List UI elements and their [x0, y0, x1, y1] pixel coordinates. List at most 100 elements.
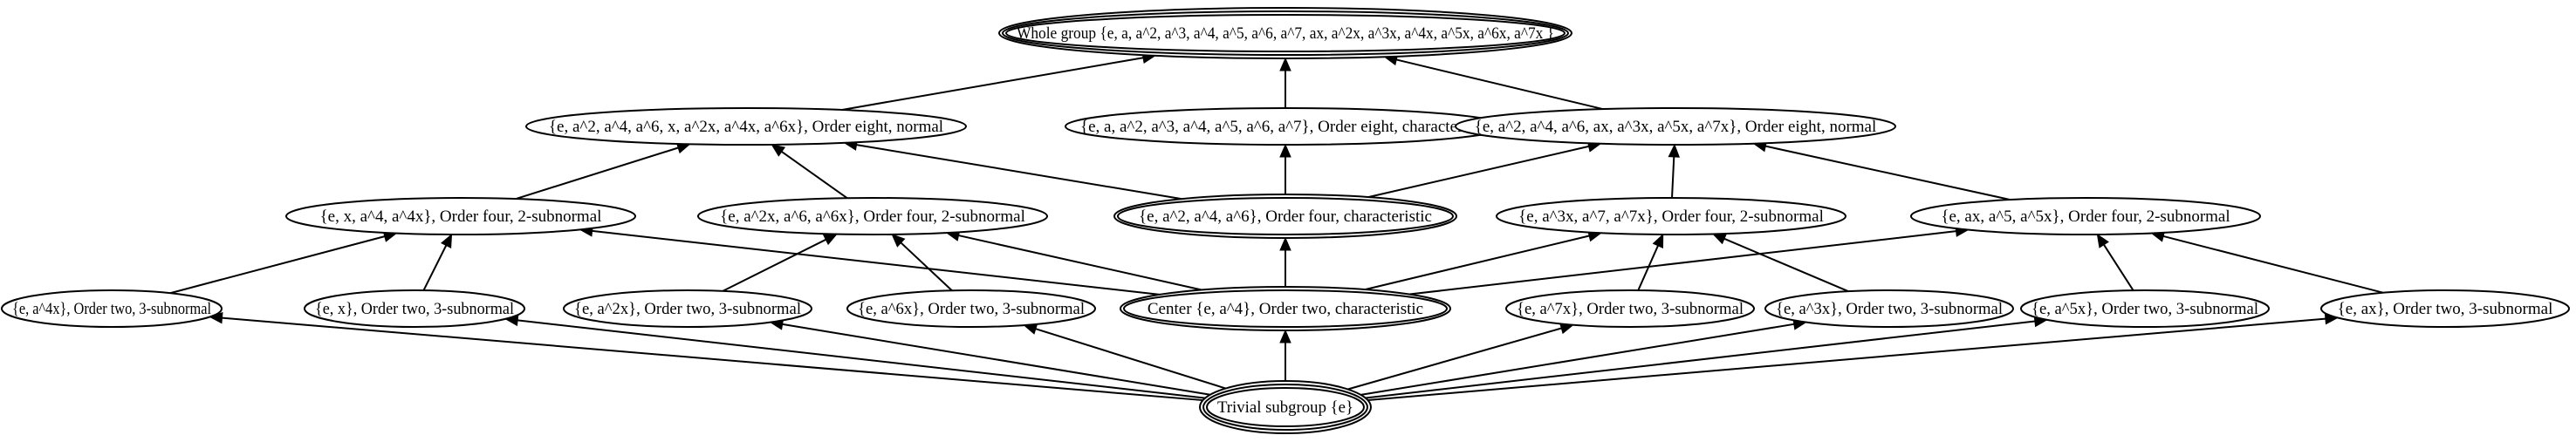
edge-trivial-to-t7 [1365, 315, 2049, 399]
node-f4[interactable]: {e, ax, a^5, a^5x}, Order four, 2-subnor… [1910, 197, 2261, 235]
node-t2[interactable]: {e, x}, Order two, 3-subnormal [304, 289, 525, 328]
edge-t7-to-f4 [2096, 233, 2134, 291]
arrowhead-icon [1711, 233, 1728, 245]
edge-line [515, 146, 679, 201]
node-label: {e, a^5x}, Order two, 3-subnormal [2031, 300, 2258, 318]
node-label: {e, x, a^4, a^4x}, Order four, 2-subnorm… [320, 207, 602, 226]
node-label: {e, a^4x}, Order two, 3-subnormal [12, 300, 211, 318]
arrowhead-icon [1668, 143, 1681, 158]
edge-trivial-to-t5 [1347, 323, 1575, 391]
edge-line [1360, 323, 1795, 396]
node-ellipse [1117, 197, 1454, 235]
edge-line [1367, 317, 2326, 401]
node-ellipse [1764, 289, 2014, 328]
node-ellipse [563, 289, 812, 328]
node-label: {e, a^6x}, Order two, 3-subnormal [858, 300, 1085, 318]
node-label: {e, a^3x}, Order two, 3-subnormal [1776, 300, 2003, 318]
edge-line [958, 235, 1202, 291]
node-label: {e, a^3x, a^7, a^7x}, Order four, 2-subn… [1518, 207, 1824, 226]
node-ellipse [1455, 107, 1896, 146]
node-whole[interactable]: Whole group {e, a, a^2, a^3, a^4, a^5, a… [998, 7, 1572, 59]
arrowhead-icon [1279, 143, 1291, 158]
node-z4[interactable]: {e, a^2, a^4, a^6}, Order four, characte… [1113, 194, 1457, 239]
edge-line [1409, 230, 1956, 296]
edge-f1-to-n8a [515, 142, 691, 201]
node-ellipse [1496, 197, 1846, 235]
node-ellipse [2320, 289, 2570, 328]
node-label: {e, a^2, a^4, a^6, ax, a^3x, a^5x, a^7x}… [1475, 118, 1877, 136]
edge-f4-to-n8b [1752, 140, 2011, 201]
edge-c8-to-whole [1279, 57, 1291, 108]
arrowhead-icon [891, 234, 906, 248]
arrowhead-icon [771, 144, 786, 157]
edge-t3-to-f2 [722, 233, 839, 292]
node-n8b[interactable]: {e, a^2, a^4, a^6, ax, a^3x, a^5x, a^7x}… [1455, 107, 1896, 146]
node-ellipse [846, 289, 1096, 328]
node-label: {e, a^7x}, Order two, 3-subnormal [1517, 300, 1744, 318]
arrowhead-icon [1279, 329, 1291, 343]
edge-t5-to-f3 [1637, 233, 1664, 291]
node-t3[interactable]: {e, a^2x}, Order two, 3-subnormal [563, 289, 812, 328]
node-n8a[interactable]: {e, a^2, a^4, a^6, x, a^2x, a^4x, a^6x},… [525, 107, 967, 146]
arrowhead-icon [822, 233, 839, 246]
edge-line [1035, 328, 1226, 390]
edge-t2-to-f1 [422, 233, 453, 291]
edge-line [592, 229, 1160, 296]
edge-line [722, 238, 826, 292]
node-label: {e, x}, Order two, 3-subnormal [315, 300, 514, 318]
node-t7[interactable]: {e, a^5x}, Order two, 3-subnormal [2020, 289, 2270, 328]
edge-line [422, 245, 448, 291]
edge-line [856, 144, 1182, 201]
edge-center-to-f3 [1365, 230, 1603, 291]
edge-line [1365, 320, 2036, 399]
node-ellipse [1206, 387, 1365, 427]
arrowhead-icon [440, 233, 453, 248]
edge-f2-to-n8a [771, 144, 848, 200]
edge-line [1347, 327, 1562, 391]
node-ellipse [1910, 197, 2261, 235]
node-label: Center {e, a^4}, Order two, characterist… [1148, 300, 1423, 318]
edges-layer [169, 51, 2384, 402]
edge-center-to-z4 [1279, 236, 1291, 287]
node-center[interactable]: Center {e, a^4}, Order two, characterist… [1120, 286, 1451, 331]
edge-line [222, 316, 1203, 402]
node-t4[interactable]: {e, a^6x}, Order two, 3-subnormal [846, 289, 1096, 328]
edge-t8-to-f4 [2150, 230, 2384, 294]
node-label: {e, a^2, a^4, a^6}, Order four, characte… [1139, 207, 1432, 226]
edge-line [1637, 245, 1659, 291]
edge-line [781, 151, 848, 200]
node-f2[interactable]: {e, a^2x, a^6, a^6x}, Order four, 2-subn… [697, 197, 1048, 235]
node-c8[interactable]: {e, a, a^2, a^3, a^4, a^5, a^6, a^7}, Or… [1065, 107, 1506, 146]
edge-line [1765, 145, 2011, 201]
edge-line [1365, 235, 1590, 291]
node-trivial[interactable]: Trivial subgroup {e} [1199, 380, 1372, 434]
edge-line [1396, 58, 1604, 111]
node-t5[interactable]: {e, a^7x}, Order two, 3-subnormal [1505, 289, 1755, 328]
arrowhead-icon [1279, 236, 1291, 251]
edge-line [841, 57, 1144, 112]
edge-trivial-to-center [1279, 329, 1291, 381]
arrowhead-icon [2096, 233, 2109, 248]
edge-trivial-to-t6 [1360, 318, 1807, 396]
node-label: {e, a^2x}, Order two, 3-subnormal [574, 300, 801, 318]
edge-line [169, 235, 386, 295]
node-t6[interactable]: {e, a^3x}, Order two, 3-subnormal [1764, 289, 2014, 328]
node-label: Trivial subgroup {e} [1217, 398, 1353, 417]
node-t8[interactable]: {e, ax}, Order two, 3-subnormal [2320, 289, 2570, 328]
node-t1[interactable]: {e, a^4x}, Order two, 3-subnormal [1, 289, 223, 328]
node-ellipse [697, 197, 1048, 235]
node-ellipse [304, 289, 525, 328]
node-f1[interactable]: {e, x, a^4, a^4x}, Order four, 2-subnorm… [285, 197, 636, 235]
node-label: {e, ax}, Order two, 3-subnormal [2338, 300, 2553, 318]
node-ellipse [1005, 14, 1565, 52]
edge-line [1671, 156, 1675, 199]
node-label: Whole group {e, a, a^2, a^3, a^4, a^5, a… [1017, 24, 1554, 43]
edge-z4-to-n8b [1367, 140, 1602, 199]
nodes-layer: Whole group {e, a, a^2, a^3, a^4, a^5, a… [1, 7, 2570, 434]
edge-t4-to-f2 [891, 234, 953, 291]
node-label: {e, a, a^2, a^3, a^4, a^5, a^6, a^7}, Or… [1080, 118, 1490, 136]
node-f3[interactable]: {e, a^3x, a^7, a^7x}, Order four, 2-subn… [1496, 197, 1846, 235]
edge-trivial-to-t2 [504, 314, 1206, 399]
node-ellipse [525, 107, 967, 146]
